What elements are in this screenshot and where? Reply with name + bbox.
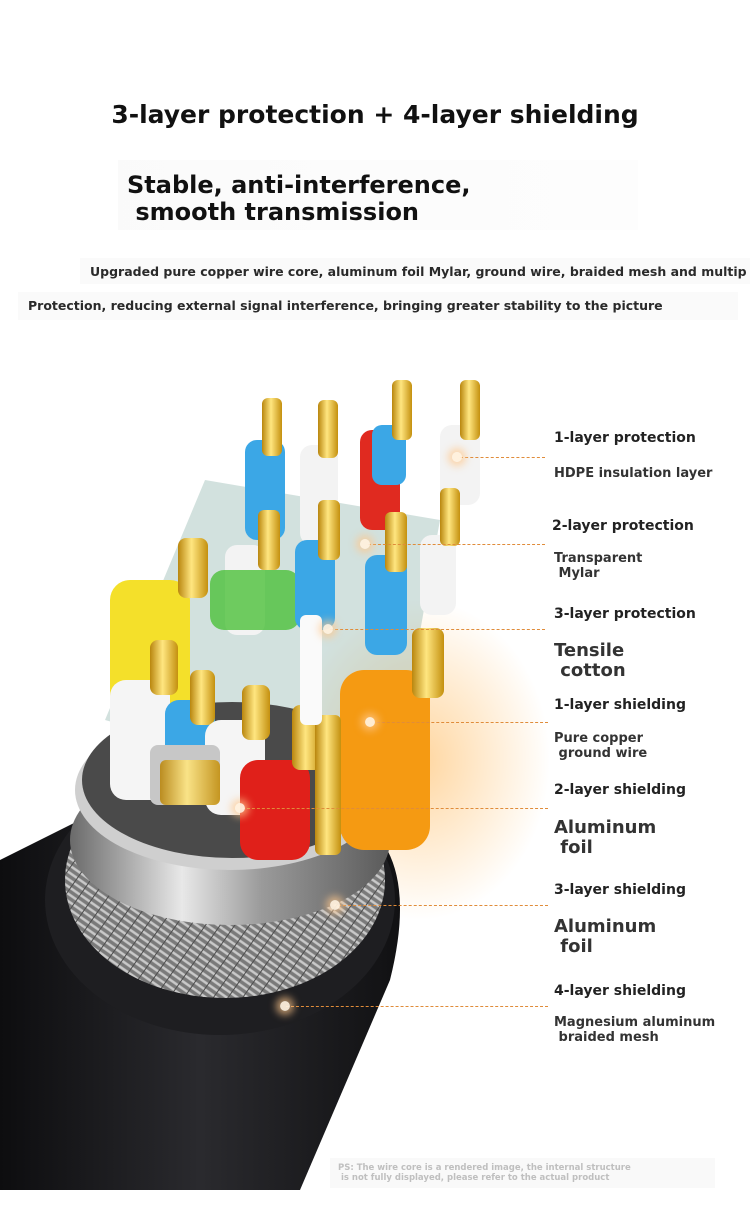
callout-dot — [365, 717, 375, 727]
shield-2-heading: 2-layer shielding — [554, 782, 686, 798]
callout-dot — [452, 452, 462, 462]
page-title: 3-layer protection + 4-layer shielding — [111, 100, 639, 129]
callout-dot — [323, 624, 333, 634]
callout-dot — [330, 900, 340, 910]
layer-1-detail: HDPE insulation layer — [554, 466, 713, 481]
callout-dot — [360, 539, 370, 549]
shield-2-detail: Aluminum foil — [554, 817, 657, 858]
leader-line — [372, 722, 548, 723]
shield-1-heading: 1-layer shielding — [554, 697, 686, 713]
description-background-2 — [18, 292, 738, 320]
shield-3-heading: 3-layer shielding — [554, 882, 686, 898]
layer-1-heading: 1-layer protection — [554, 430, 696, 446]
shield-4-heading: 4-layer shielding — [554, 983, 686, 999]
callout-dot — [235, 803, 245, 813]
description-background-1 — [80, 258, 750, 284]
leader-line — [368, 544, 545, 545]
leader-line — [286, 1006, 548, 1007]
subtitle-background — [118, 160, 638, 230]
shield-4-detail: Magnesium aluminum braided mesh — [554, 1015, 716, 1045]
layer-2-detail: Transparent Mylar — [554, 551, 643, 581]
layer-3-detail: Tensile cotton — [554, 640, 626, 681]
callout-dot — [280, 1001, 290, 1011]
layer-3-heading: 3-layer protection — [554, 606, 696, 622]
description-line-2: Protection, reducing external signal int… — [28, 298, 663, 313]
leader-line — [338, 905, 548, 906]
shield-1-detail: Pure copper ground wire — [554, 731, 648, 761]
leader-line — [242, 808, 548, 809]
footnote: PS: The wire core is a rendered image, t… — [338, 1163, 631, 1183]
footnote-background — [330, 1158, 715, 1188]
description-line-1: Upgraded pure copper wire core, aluminum… — [90, 264, 747, 279]
cable-cross-section-illustration — [0, 380, 550, 1190]
subtitle: Stable, anti-interference, smooth transm… — [127, 171, 471, 226]
shield-3-detail: Aluminum foil — [554, 916, 657, 957]
layer-2-heading: 2-layer protection — [552, 518, 694, 534]
leader-line — [330, 629, 545, 630]
leader-line — [460, 457, 545, 458]
